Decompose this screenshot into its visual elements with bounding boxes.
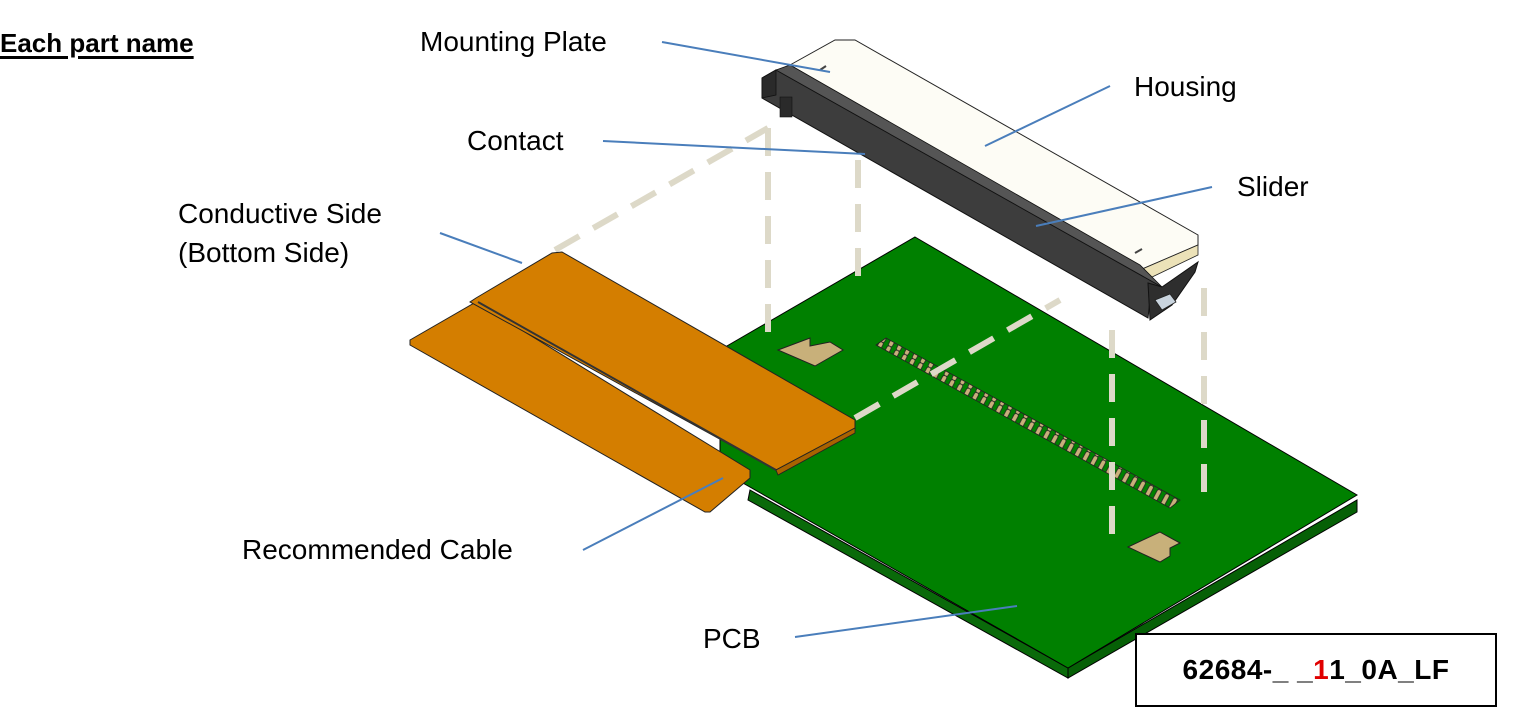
leader-conductive-side	[439, 232, 523, 264]
label-conductive-side: Conductive Side	[178, 198, 382, 229]
label-recommended-cable: Recommended Cable	[242, 534, 513, 565]
leader-lines	[439, 41, 1213, 638]
label-mounting-plate: Mounting Plate	[420, 26, 607, 57]
part-number-suffix: 1_0A_LF	[1329, 654, 1450, 685]
part-number-highlight: 1	[1313, 654, 1330, 685]
label-bottom-side: (Bottom Side)	[178, 237, 350, 268]
part-number-prefix: 62684-_ _	[1182, 654, 1314, 685]
pcb-contact-pads	[875, 337, 1181, 509]
label-pcb: PCB	[703, 623, 761, 654]
leader-contact	[602, 140, 866, 155]
pcb-mount-pad-left	[776, 337, 844, 367]
slider-top	[775, 64, 1163, 288]
pcb-mount-pad-right	[1126, 531, 1182, 563]
cable-upper	[469, 251, 856, 471]
leader-pcb	[794, 605, 1018, 638]
slider-left-end	[761, 69, 777, 99]
leader-slider	[1035, 186, 1213, 227]
mounting-plate-tab	[1154, 293, 1177, 311]
section-heading: Each part name	[0, 28, 194, 58]
leader-recommended-cable	[582, 477, 724, 551]
recommended-cable	[409, 251, 856, 513]
leader-mounting-plate	[661, 41, 831, 73]
label-contact: Contact	[467, 125, 564, 156]
label-housing: Housing	[1134, 71, 1237, 102]
label-slider: Slider	[1237, 171, 1309, 202]
assembly-guide-lines	[553, 125, 1207, 550]
leader-housing	[984, 85, 1111, 147]
pcb	[719, 236, 1358, 679]
